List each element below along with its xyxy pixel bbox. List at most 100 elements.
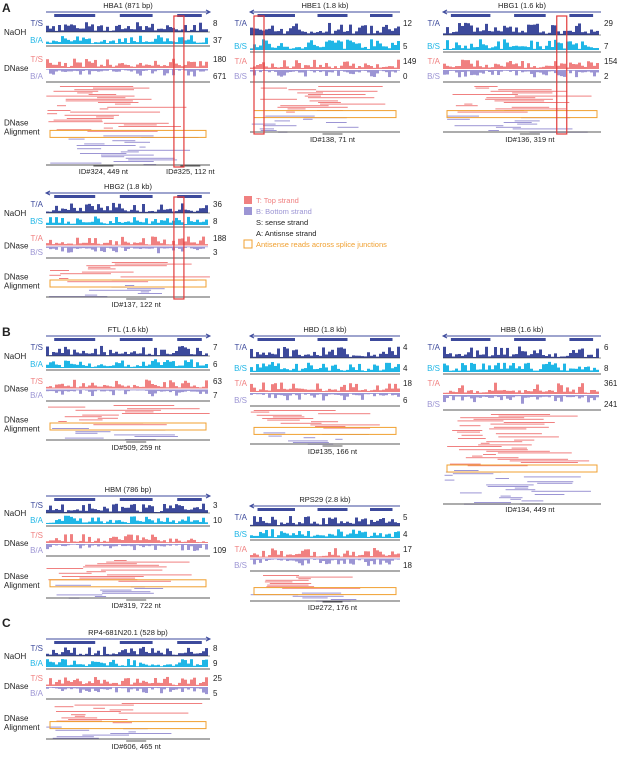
read-top <box>68 719 128 720</box>
naoh-bottom-bar <box>184 40 187 44</box>
read-id-label: ID#319, 722 nt <box>112 601 162 610</box>
dnase-top-bar <box>205 380 208 389</box>
dnase-top-bar <box>184 679 187 686</box>
dnase-bottom-bar <box>154 69 157 72</box>
dnase-bottom-bar <box>524 70 527 72</box>
dnase-bottom-bar <box>346 558 349 560</box>
naoh-bottom-bar <box>539 46 542 50</box>
read-top <box>120 276 210 278</box>
dnase-bottom-bar <box>100 687 103 689</box>
dnase-bottom-bar <box>118 389 121 391</box>
dnase-value: 180 <box>213 55 227 64</box>
naoh-bottom-bar <box>461 363 464 372</box>
read-top <box>118 712 189 714</box>
dnase-bottom-bar <box>533 395 536 397</box>
naoh-bottom-bar <box>202 221 205 225</box>
naoh-bottom-bar <box>91 366 94 368</box>
read-bottom <box>274 120 290 122</box>
naoh-bottom-bar <box>352 42 355 50</box>
read-top <box>87 130 158 132</box>
splice-junction-box <box>49 129 207 138</box>
naoh-bottom-bar <box>271 529 274 538</box>
naoh-top-bar <box>172 352 175 356</box>
read-bottom <box>134 588 164 589</box>
naoh-bottom-bar <box>280 369 283 372</box>
naoh-value: 3 <box>213 501 218 510</box>
dnase-bottom-bar <box>268 70 271 73</box>
naoh-bottom-bar <box>109 365 112 368</box>
row-label-aln2: Alignment <box>4 581 40 590</box>
dnase-bottom-bar <box>76 69 79 72</box>
dnase-bottom-bar <box>322 393 325 401</box>
naoh-top-bar <box>202 29 205 32</box>
arrow-right-icon <box>205 9 212 15</box>
naoh-bottom-bar <box>181 519 184 524</box>
read-top <box>121 703 203 704</box>
naoh-bottom-bar <box>61 520 64 524</box>
highlight-frame <box>173 196 185 300</box>
dnase-top-bar <box>563 63 566 69</box>
read-top <box>307 97 375 99</box>
naoh-bottom-bar <box>551 47 554 50</box>
dnase-bottom-bar <box>352 558 355 565</box>
naoh-top-bar <box>367 352 370 358</box>
dnase-top-bar <box>148 380 151 389</box>
naoh-top-bar <box>262 521 265 526</box>
dnase-bottom-bar <box>199 246 202 249</box>
dnase-top-bar <box>575 64 578 69</box>
naoh-top-bar <box>334 355 337 358</box>
dnase-bottom-bar <box>148 544 151 547</box>
dnase-bottom-bar <box>394 393 397 395</box>
naoh-top-bar <box>142 204 145 213</box>
naoh-top-bar <box>67 25 70 32</box>
naoh-top-bar <box>103 30 106 32</box>
naoh-bottom-bar <box>127 42 130 44</box>
naoh-top-bar <box>121 650 124 656</box>
read-top <box>67 281 149 283</box>
read-top <box>295 576 353 578</box>
naoh-bottom-bar <box>61 218 64 225</box>
naoh-bottom-bar <box>73 364 76 368</box>
dnase-top-bar <box>265 556 268 558</box>
dnase-bottom-bar <box>277 558 280 561</box>
dnase-top-bar <box>328 388 331 392</box>
naoh-top-bar <box>289 28 292 35</box>
naoh-top-bar <box>133 504 136 513</box>
dnase-bottom-bar <box>157 389 160 392</box>
naoh-bottom-bar <box>154 522 157 524</box>
naoh-bottom-bar <box>569 368 572 372</box>
naoh-top-bar <box>178 209 181 213</box>
naoh-bottom-bar <box>316 534 319 538</box>
naoh-bottom-bar <box>151 664 154 667</box>
naoh-top-bar <box>388 29 391 35</box>
dnase-top-bar <box>512 64 515 69</box>
dnase-bottom-bar <box>64 544 67 547</box>
dnase-bottom-bar <box>274 393 277 399</box>
naoh-bottom-bar <box>443 48 446 50</box>
dnase-top-bar <box>361 67 364 69</box>
dnase-top-bar <box>91 541 94 543</box>
dnase-top-bar <box>103 384 106 389</box>
dnase-bottom-bar <box>566 395 569 398</box>
dnase-top-bar <box>274 550 277 558</box>
dnase-bottom-bar <box>497 395 500 398</box>
dnase-bottom-bar <box>301 70 304 73</box>
dnase-top-bar <box>49 239 52 246</box>
naoh-bottom-bar <box>370 535 373 538</box>
dnase-top-bar <box>352 63 355 69</box>
read-bottom <box>84 294 98 296</box>
dnase-bottom-bar <box>46 389 49 392</box>
naoh-bottom-bar <box>367 368 370 372</box>
read-bottom <box>454 470 479 471</box>
naoh-bottom-bar <box>205 364 208 368</box>
dnase-bottom-bar <box>55 69 58 72</box>
dnase-top-bar <box>49 540 52 543</box>
dnase-top-bar <box>455 66 458 69</box>
dnase-top-bar <box>85 59 88 68</box>
dnase-top-bar <box>100 64 103 68</box>
dnase-top-bar <box>373 548 376 558</box>
naoh-bottom-bar <box>73 40 76 44</box>
naoh-bottom-bar <box>491 47 494 50</box>
naoh-bottom-bar <box>112 659 115 667</box>
dnase-bottom-bar <box>70 69 73 72</box>
